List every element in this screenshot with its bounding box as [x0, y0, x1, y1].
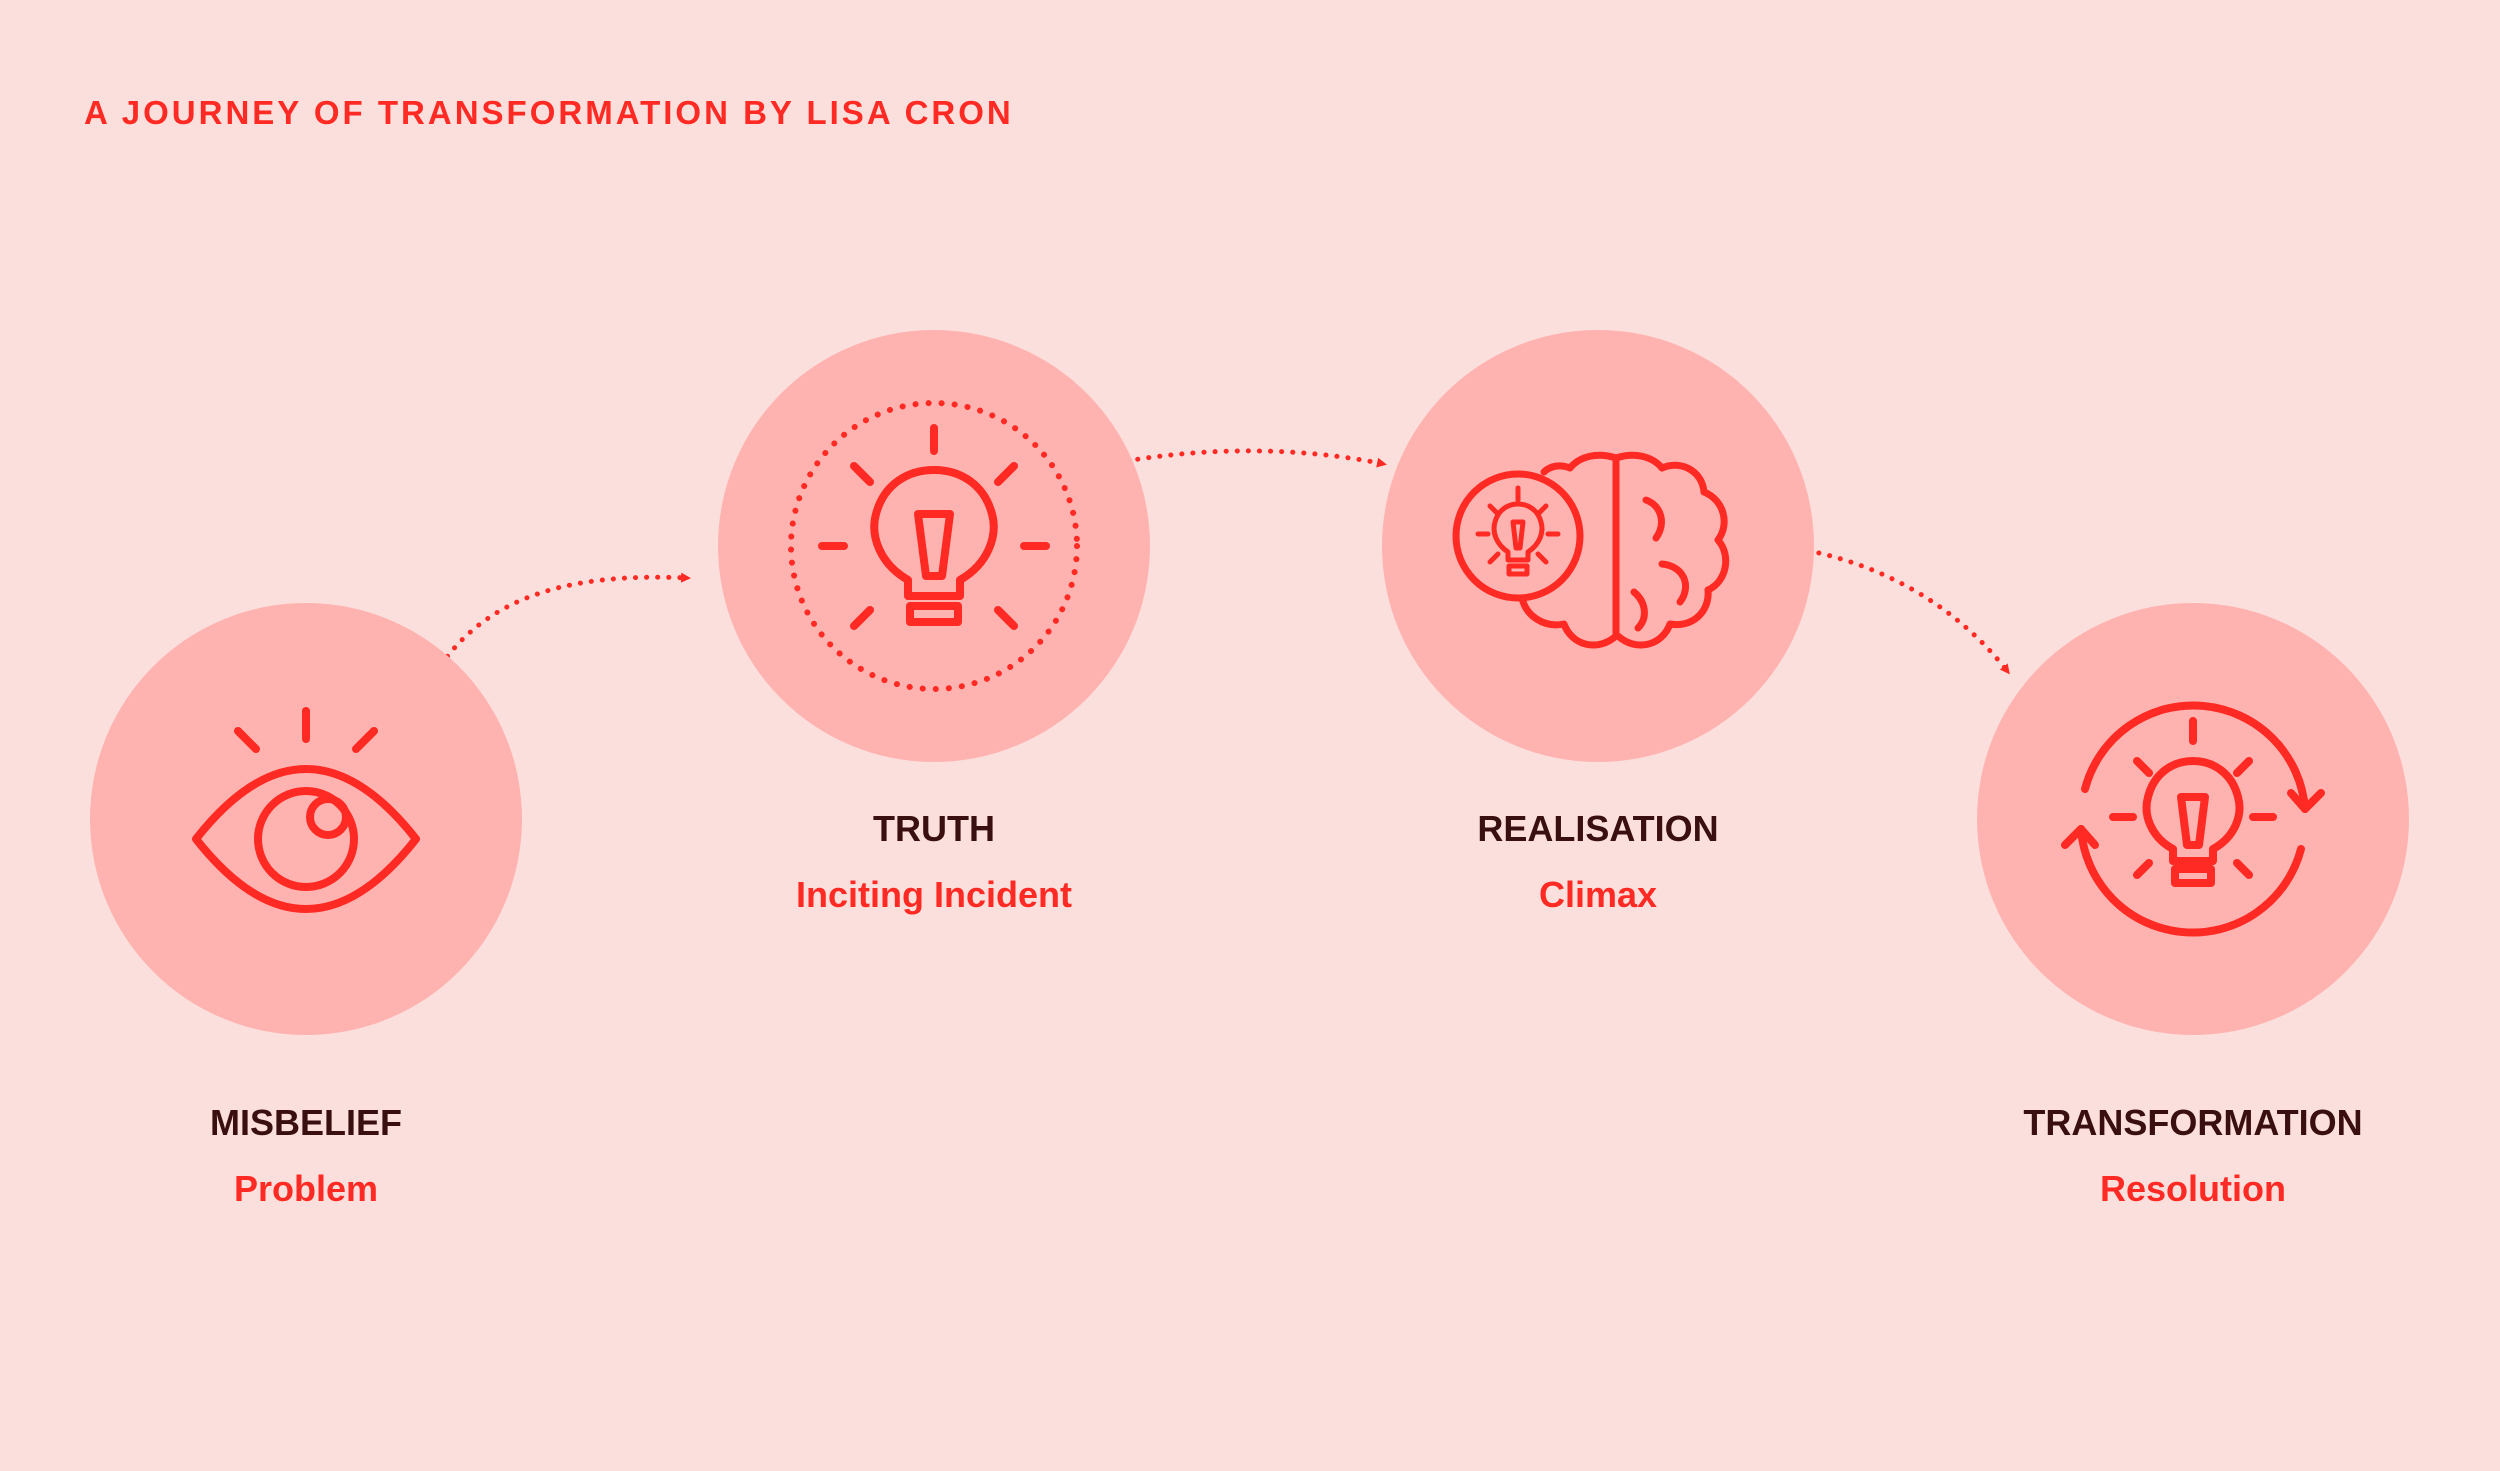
brain-lightbulb-icon — [1452, 451, 1730, 649]
stage-realisation — [1382, 330, 1814, 762]
stage-label-truth: TRUTH Inciting Incident — [634, 807, 1234, 917]
stage-subtitle: Resolution — [2100, 1168, 2286, 1209]
stage-label-misbelief: MISBELIEF Problem — [6, 1101, 606, 1211]
lightbulb-dotted-ring-icon — [788, 400, 1080, 692]
stage-truth — [718, 330, 1150, 762]
stage-circle — [1382, 330, 1814, 762]
stage-subtitle: Inciting Incident — [796, 874, 1072, 915]
stage-transformation — [1977, 603, 2409, 1035]
page-title: A JOURNEY OF TRANSFORMATION BY LISA CRON — [84, 94, 1014, 131]
stage-name: REALISATION — [1477, 808, 1719, 849]
eye-icon — [192, 707, 420, 913]
connector-misbelief-truth — [421, 572, 691, 697]
stage-subtitle: Problem — [233, 1168, 379, 1209]
stage-misbelief — [90, 603, 522, 1035]
stage-circle — [1977, 603, 2409, 1035]
stage-subtitle: Climax — [1538, 874, 1658, 915]
stage-circle — [90, 603, 522, 1035]
stage-label-realisation: REALISATION Climax — [1298, 807, 1898, 917]
stage-name: MISBELIEF — [209, 1102, 402, 1143]
stage-name: TRANSFORMATION — [2023, 1102, 2363, 1143]
lightbulb-cycle-icon — [2061, 701, 2325, 937]
stage-label-transformation: TRANSFORMATION Resolution — [1893, 1101, 2493, 1211]
connector-truth-realisation — [1091, 448, 1387, 470]
stage-circle — [718, 330, 1150, 762]
stage-name: TRUTH — [873, 808, 995, 849]
